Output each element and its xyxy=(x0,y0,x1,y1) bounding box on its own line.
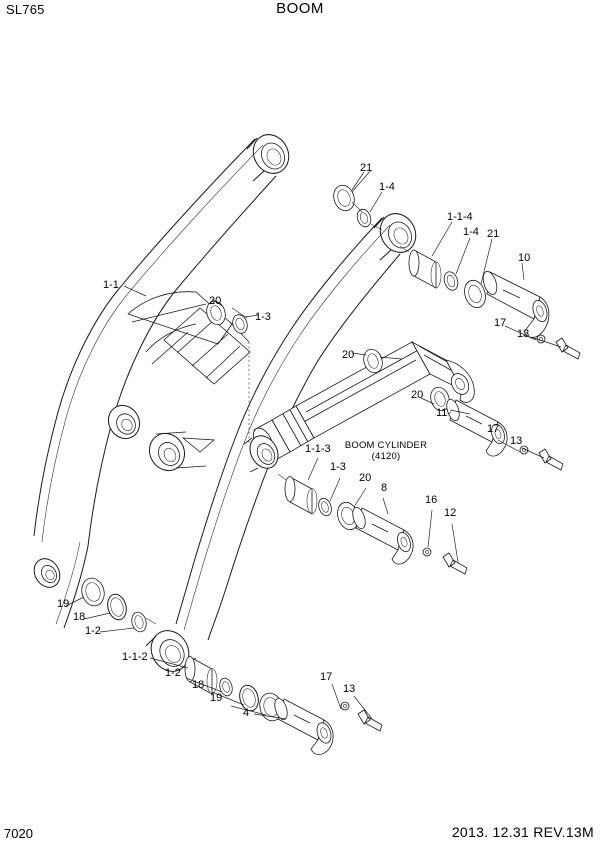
part-callout: 13 xyxy=(343,683,356,695)
assembly-linework xyxy=(33,134,581,756)
part-callout: 13 xyxy=(510,435,523,447)
part-callout: 1-1-3 xyxy=(305,443,331,455)
top-pin-assembly xyxy=(333,171,581,360)
part-callout: 1-1-4 xyxy=(447,211,473,223)
part-callout: 16 xyxy=(425,494,438,506)
boom-arm-left xyxy=(33,134,290,629)
part-callout: 20 xyxy=(342,349,355,361)
boom-cylinder xyxy=(243,341,475,473)
footer-page-code: 7020 xyxy=(4,826,33,841)
part-callout: 13 xyxy=(517,328,530,340)
page-model-code: SL765 xyxy=(6,2,45,17)
part-callout: 18 xyxy=(73,611,86,623)
part-callout: 20 xyxy=(209,295,222,307)
boom-cylinder-label: BOOM CYLINDER (4120) xyxy=(338,440,434,462)
part-callout: 19 xyxy=(210,692,223,704)
pin-11-assembly xyxy=(446,399,564,471)
center-washer-group xyxy=(206,298,259,334)
part-callout: 1-4 xyxy=(463,226,479,238)
part-callout: 1-1 xyxy=(103,279,119,291)
part-callout: 18 xyxy=(192,679,205,691)
part-callout: 17 xyxy=(487,423,500,435)
part-callout: 1-2 xyxy=(165,667,181,679)
part-callout: 1-3 xyxy=(255,311,271,323)
part-callout: 11 xyxy=(436,407,448,419)
part-callout: 1-4 xyxy=(379,181,395,193)
pin-8-assembly xyxy=(352,497,468,575)
part-callout: 21 xyxy=(487,228,500,240)
part-callout: 8 xyxy=(381,482,388,494)
part-callout: 21 xyxy=(360,162,373,174)
part-callout: 12 xyxy=(444,507,457,519)
boom-cylinder-name: BOOM CYLINDER xyxy=(344,440,428,451)
exploded-assembly-drawing: BOOM CYLINDER (4120) 21 1-4 1-1-4 1-4 21 10 17… xyxy=(0,22,600,812)
leader-1-1 xyxy=(123,285,147,297)
leader-21-top xyxy=(351,169,372,193)
footer-revision: 2013. 12.31 REV.13M xyxy=(451,824,594,840)
part-callout: 1-3 xyxy=(330,461,346,473)
rod-end-parts xyxy=(277,457,367,531)
part-callout: 20 xyxy=(359,472,372,484)
part-callout: 17 xyxy=(320,671,333,683)
boom-cylinder-code: (4120) xyxy=(371,451,401,462)
part-callout: 20 xyxy=(411,389,424,401)
part-callout: 4 xyxy=(243,707,250,719)
pin-4-assembly xyxy=(253,683,383,756)
part-callout: 1-1-2 xyxy=(122,651,148,663)
part-callout: 1-2 xyxy=(85,625,101,637)
part-callout: 17 xyxy=(494,317,507,329)
part-callout: 10 xyxy=(518,252,531,264)
page-title: BOOM xyxy=(276,0,324,17)
part-callout: 19 xyxy=(57,598,70,610)
